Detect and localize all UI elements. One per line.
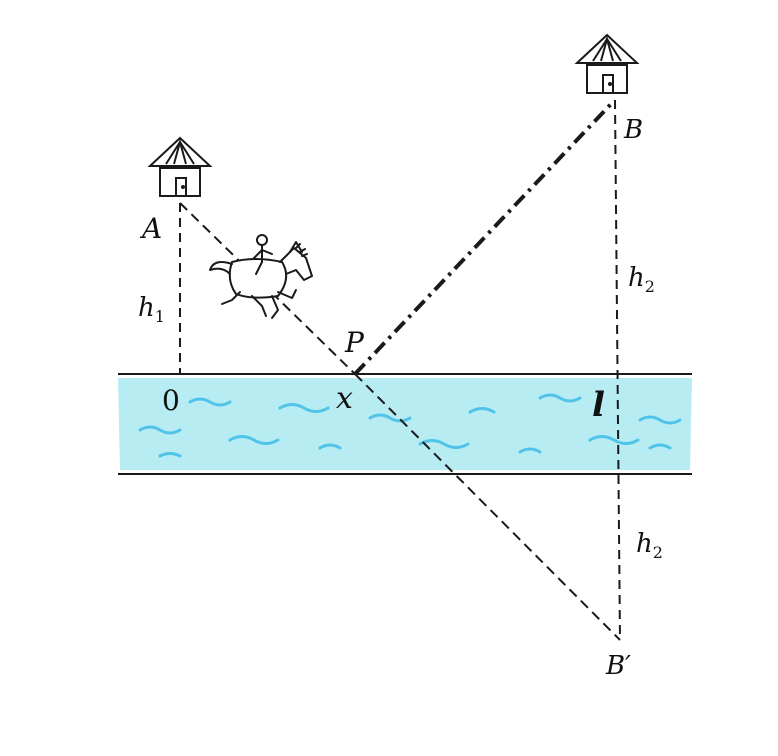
- label-l: l: [592, 385, 605, 425]
- label-h2-upper: h2: [628, 263, 655, 296]
- house-icon: [147, 136, 213, 197]
- label-h2-lower-sub: 2: [653, 543, 663, 562]
- label-h2-upper-sub: 2: [645, 277, 655, 296]
- label-h1-sub: 1: [155, 307, 165, 326]
- label-h1-main: h: [138, 293, 155, 323]
- label-origin: 0: [162, 384, 180, 417]
- horse-rider-icon: [209, 234, 313, 319]
- label-b-prime: B′: [605, 651, 631, 681]
- label-h2-upper-main: h: [628, 263, 645, 293]
- river-waves: [138, 393, 682, 458]
- segment-p-b-prime: [354, 373, 621, 641]
- height-line-b: [614, 99, 621, 641]
- house-icon: [574, 33, 640, 94]
- label-h2-lower: h2: [636, 529, 663, 562]
- label-b: B: [623, 115, 643, 145]
- label-h2-lower-main: h: [636, 529, 653, 559]
- label-h1: h1: [138, 293, 165, 326]
- label-p: P: [344, 326, 365, 359]
- segment-a-p: [179, 202, 356, 375]
- label-x: x: [336, 381, 353, 416]
- label-a: A: [139, 212, 162, 245]
- segment-p-b: [353, 101, 614, 376]
